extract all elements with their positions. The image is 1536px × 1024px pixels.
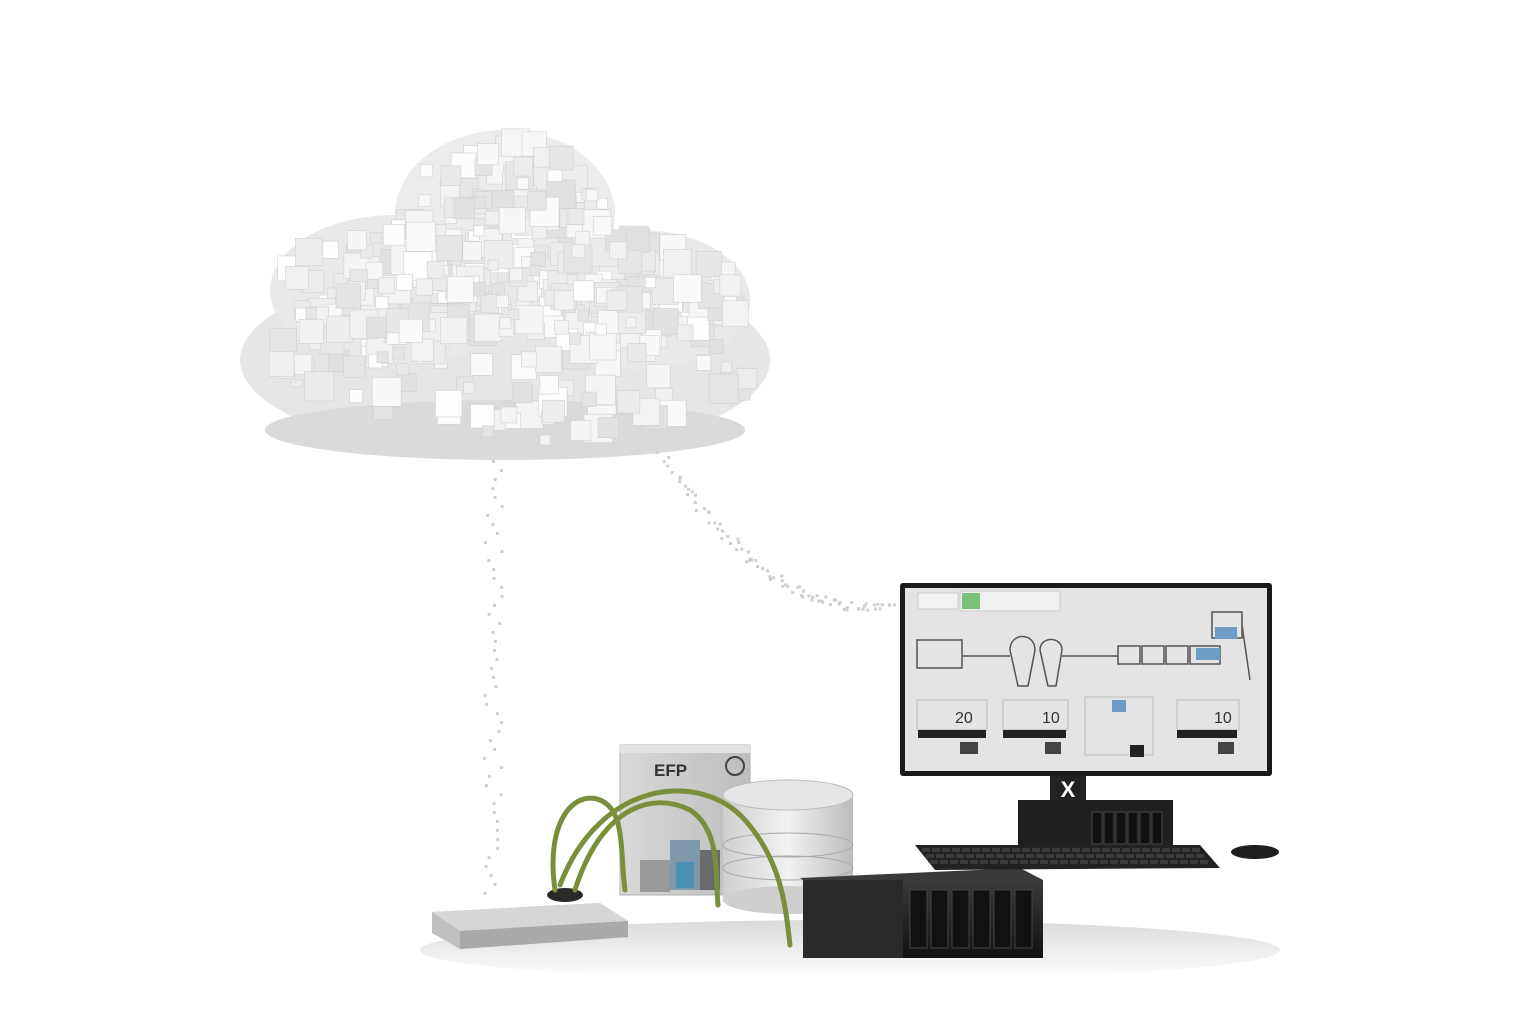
monitor: 20 10 10 bbox=[900, 583, 1272, 776]
connection-trail-right bbox=[655, 450, 896, 612]
monitor-screen bbox=[905, 588, 1267, 771]
connection-trail-left bbox=[483, 460, 504, 895]
keyboard bbox=[915, 845, 1220, 870]
gauge-value-1: 20 bbox=[955, 710, 973, 727]
green-cables bbox=[550, 788, 793, 948]
monitor-logo: X bbox=[1061, 777, 1076, 802]
efp-label: EFP bbox=[654, 761, 687, 780]
storage-cylinder bbox=[722, 779, 854, 914]
gauge-value-2: 10 bbox=[1042, 710, 1060, 727]
efp-logo-icon bbox=[725, 756, 745, 776]
monitor-stand: X bbox=[1018, 773, 1173, 848]
nas-server bbox=[800, 868, 1043, 958]
mouse bbox=[1231, 845, 1279, 859]
cloud bbox=[240, 128, 770, 460]
gauge-value-3: 10 bbox=[1214, 710, 1232, 727]
